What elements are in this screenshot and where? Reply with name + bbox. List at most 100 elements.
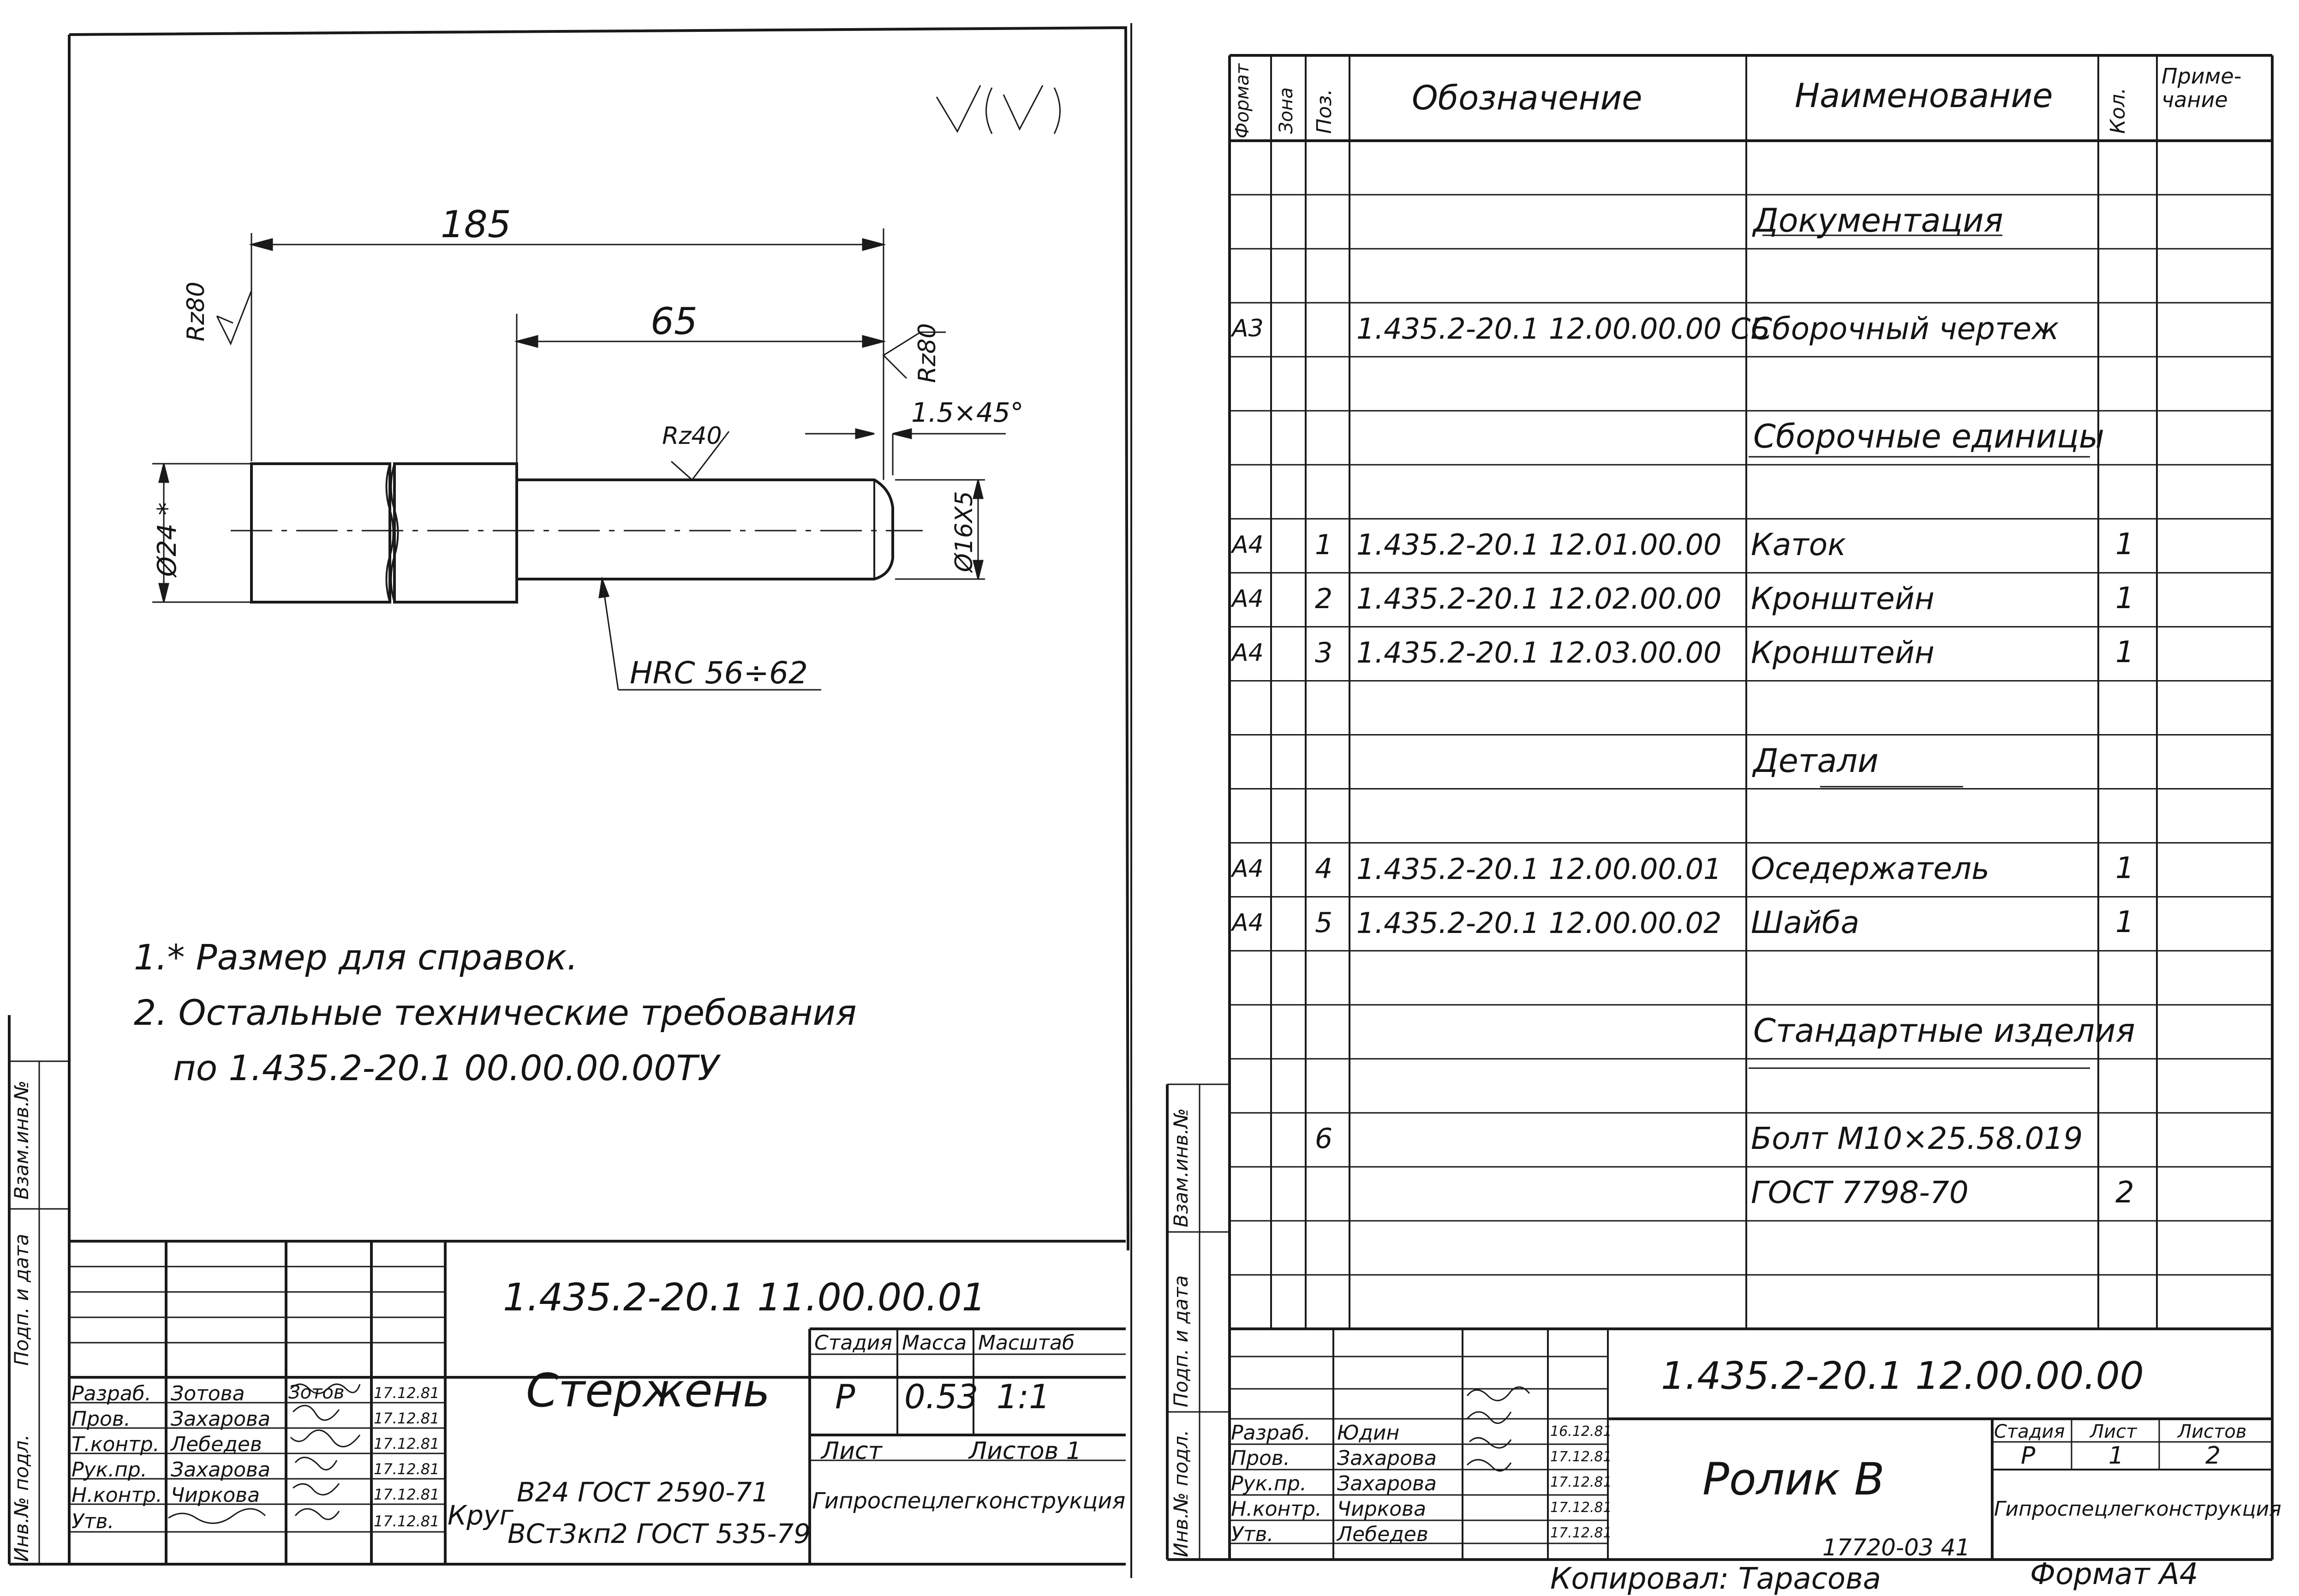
footer-format: Формат А4: [2030, 1557, 2198, 1591]
dim-overall-length: 185: [441, 203, 511, 246]
dim-head-diameter: Ø24 *: [152, 502, 182, 577]
left-mass-header: Масса: [902, 1331, 967, 1355]
left-sheet-label: Лист: [821, 1437, 882, 1465]
left-material-2: ВСт3кп2 ГОСТ 535-79: [508, 1518, 811, 1549]
left-scale: 1:1: [997, 1377, 1050, 1416]
spec-name: Кронштейн: [1751, 635, 1935, 670]
hardness-label: HRC 56÷62: [630, 655, 808, 691]
footer-code: 17720-03 41: [1822, 1534, 1971, 1561]
left-material-1: В24 ГОСТ 2590-71: [517, 1476, 769, 1508]
spec-designation: 1.435.2-20.1 12.03.00.00: [1356, 636, 1722, 670]
right-sig-name-2: Захарова: [1337, 1447, 1437, 1470]
col-zone-header: Зона: [1276, 87, 1297, 134]
right-sig-role-1: Разраб.: [1231, 1421, 1311, 1445]
right-stage-header: Стадия: [1994, 1421, 2065, 1442]
spec-pos: 2: [1315, 582, 1333, 615]
note-1: 1.* Размер для справок.: [134, 937, 578, 978]
left-scale-header: Масштаб: [978, 1331, 1075, 1355]
left-sig-sign-1: Зотов: [288, 1382, 345, 1403]
dim-shank-length: 65: [651, 300, 698, 343]
spec-name: Сборочный чертеж: [1751, 311, 2059, 347]
left-sig-role-1: Разраб.: [72, 1382, 151, 1405]
spec-pos: 6: [1315, 1123, 1333, 1155]
spec-qty: 2: [2115, 1175, 2134, 1210]
left-sig-role-3: Т.контр.: [72, 1433, 160, 1456]
left-designation: 1.435.2-20.1 11.00.00.01: [503, 1276, 986, 1320]
right-margin-sign: Подп. и дата: [1170, 1275, 1192, 1407]
spec-name: Стандартные изделия: [1753, 1011, 2135, 1050]
right-sig-role-4: Н.контр.: [1231, 1497, 1322, 1521]
left-sig-role-2: Пров.: [72, 1407, 131, 1431]
right-designation: 1.435.2-20.1 12.00.00.00: [1661, 1354, 2144, 1398]
spec-designation: 1.435.2-20.1 12.02.00.00: [1356, 582, 1722, 616]
left-sig-role-5: Н.контр.: [72, 1483, 162, 1507]
right-sheets-header: Листов: [2178, 1421, 2247, 1442]
spec-name: ГОСТ 7798-70: [1751, 1175, 1969, 1211]
spec-designation: 1.435.2-20.1 12.00.00.01: [1356, 852, 1722, 886]
spec-pos: 4: [1315, 852, 1333, 885]
col-designation-header: Обозначение: [1412, 78, 1642, 117]
right-margin-replace: Взам.инв.№: [1170, 1108, 1192, 1227]
spec-qty: 1: [2115, 581, 2134, 616]
roughness-left-label: Rz80: [182, 281, 210, 341]
right-sheet-header: Лист: [2090, 1421, 2137, 1442]
left-sig-date-3: 17.12.81: [374, 1435, 440, 1453]
left-organization: Гипроспецлегконструкция: [812, 1488, 1126, 1514]
spec-format: А4: [1232, 531, 1264, 559]
roughness-shank-label: Rz40: [662, 422, 722, 450]
right-sig-date-3: 17.12.81: [1550, 1474, 1612, 1490]
col-name-header: Наименование: [1795, 76, 2053, 115]
spec-pos: 1: [1315, 528, 1333, 561]
spec-name: Болт М10×25.58.019: [1751, 1121, 2083, 1157]
spec-name: Шайба: [1751, 905, 1860, 941]
spec-name: Каток: [1751, 526, 1846, 562]
col-note-header: Приме-чание: [2162, 64, 2242, 112]
left-stage-header: Стадия: [814, 1331, 892, 1355]
spec-format: А4: [1232, 639, 1264, 667]
dim-chamfer: 1.5×45°: [911, 397, 1024, 428]
right-sheets: 2: [2205, 1442, 2221, 1470]
roughness-right-label: Rz80: [914, 323, 941, 383]
right-sig-name-4: Чиркова: [1337, 1497, 1427, 1521]
spec-name: Кронштейн: [1751, 580, 1935, 616]
left-sig-name-1: Зотова: [171, 1382, 245, 1405]
spec-qty: 1: [2115, 905, 2134, 940]
right-sig-name-5: Лебедев: [1337, 1523, 1428, 1546]
spec-name: Сборочные единицы: [1753, 418, 2104, 456]
dim-shank-diameter: Ø16X5: [950, 491, 978, 572]
spec-name: Оседержатель: [1751, 851, 1990, 887]
spec-pos: 3: [1315, 636, 1333, 669]
right-sig-date-2: 17.12.81: [1550, 1449, 1612, 1465]
left-sig-name-5: Чиркова: [171, 1483, 260, 1507]
right-sig-name-3: Захарова: [1337, 1472, 1437, 1495]
right-sig-date-4: 17.12.81: [1550, 1500, 1612, 1516]
right-sig-role-2: Пров.: [1231, 1447, 1290, 1470]
spec-designation: 1.435.2-20.1 12.00.00.02: [1356, 906, 1722, 940]
left-part-name: Стержень: [526, 1363, 770, 1417]
col-qty-header: Кол.: [2106, 87, 2130, 134]
note-3: по 1.435.2-20.1 00.00.00.00ТУ: [173, 1047, 719, 1088]
left-margin-inv: Инв.№ подл.: [10, 1434, 33, 1562]
spec-format: А4: [1232, 855, 1264, 883]
left-sig-date-4: 17.12.81: [374, 1460, 440, 1478]
right-stage: Р: [2021, 1442, 2036, 1470]
right-sig-role-5: Утв.: [1231, 1523, 1274, 1546]
spec-designation: 1.435.2-20.1 12.01.00.00: [1356, 528, 1722, 562]
left-mass: 0.53: [904, 1377, 979, 1416]
left-margin-replace: Взам.инв.№: [10, 1080, 33, 1200]
spec-name: Детали: [1753, 741, 1879, 780]
right-assembly-name: Ролик В: [1702, 1453, 1885, 1505]
right-sig-name-1: Юдин: [1337, 1421, 1400, 1445]
spec-format: А4: [1232, 909, 1264, 937]
spec-qty: 1: [2115, 851, 2134, 886]
left-sig-date-1: 17.12.81: [374, 1384, 440, 1402]
spec-qty: 1: [2115, 527, 2134, 562]
right-sig-date-1: 16.12.81: [1550, 1423, 1612, 1440]
left-sig-date-5: 17.12.81: [374, 1486, 440, 1503]
spec-pos: 5: [1315, 906, 1333, 939]
left-sig-date-2: 17.12.81: [374, 1410, 440, 1427]
col-format-header: Формат: [1232, 63, 1253, 138]
left-sig-role-4: Рук.пр.: [72, 1458, 147, 1482]
right-sig-role-3: Рук.пр.: [1231, 1472, 1307, 1495]
